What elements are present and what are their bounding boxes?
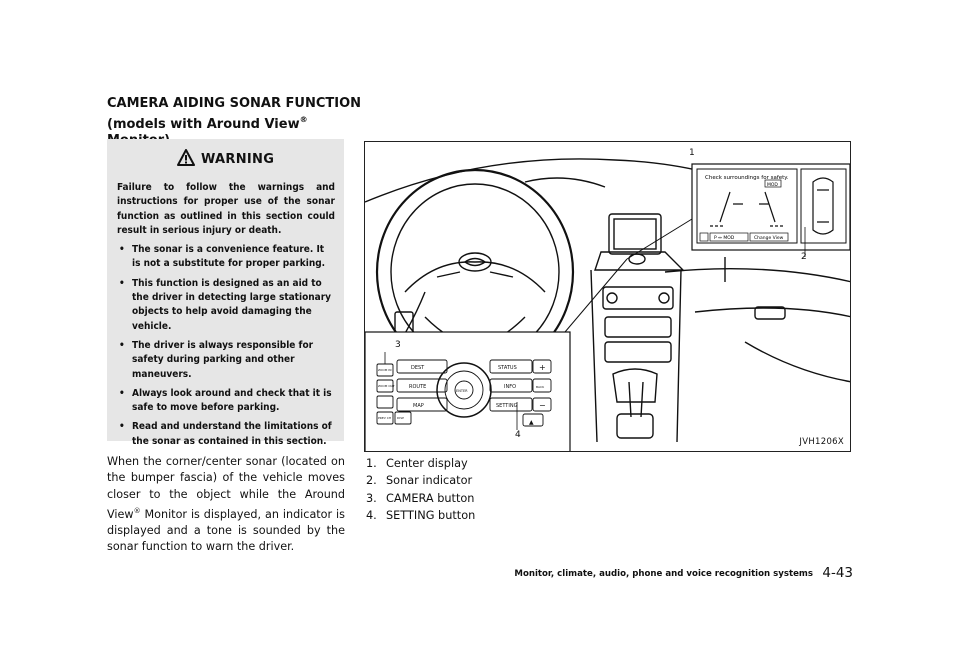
warning-bullet: •This function is designed as an aid to … — [119, 277, 332, 332]
disp-button-label: DISP — [397, 416, 404, 420]
warning-box: WARNING Failure to follow the warnings a… — [107, 139, 344, 447]
screen-message: Check surroundings for safety. — [705, 175, 789, 181]
route-button-label: ROUTE — [409, 384, 426, 390]
warning-triangle-icon — [177, 149, 195, 166]
legend-item: 2.Sonar indicator — [366, 474, 473, 488]
legend-item: 4.SETTING button — [366, 508, 476, 522]
eject-button-label: ▲ — [529, 419, 534, 426]
warning-text: Failure to follow the warnings and instr… — [117, 181, 335, 454]
page-number: 4-43 — [822, 565, 853, 581]
callout-3: 3 — [395, 340, 401, 350]
figure-legend: 1.Center display 2.Sonar indicator 3.CAM… — [366, 455, 586, 524]
warning-heading: WARNING — [107, 149, 344, 171]
figure-code: JVH1206X — [799, 437, 844, 447]
warning-label: WARNING — [201, 152, 275, 167]
info-button-label: INFO — [504, 384, 516, 390]
plus-button-label: + — [539, 363, 546, 372]
legend-item: 1.Center display — [366, 457, 468, 470]
section-title-line1: CAMERA AIDING SONAR FUNCTION — [107, 96, 362, 111]
warning-bullet: •The sonar is a convenience feature. It … — [119, 244, 326, 270]
dest-button-label: DEST — [411, 365, 425, 371]
callout-2: 2 — [801, 252, 807, 262]
screen-mod-label: MOD — [767, 182, 778, 188]
warning-bullet: •Always look around and check that it is… — [119, 387, 332, 414]
body-paragraph: When the corner/center sonar (located on… — [107, 455, 345, 554]
zoom-out-button-label: ZOOM OUT — [378, 384, 395, 388]
callout-4: 4 — [515, 430, 521, 440]
minus-button-label: − — [539, 401, 546, 410]
warning-bullet: •The driver is always responsible for sa… — [119, 339, 314, 380]
screen-button-right: Change View — [754, 235, 784, 241]
status-button-label: STATUS — [498, 365, 517, 371]
dashboard-illustration: Check surroundings for safety. MOD P ↔ M… — [364, 141, 851, 452]
warning-bullet: •Read and understand the limitations of … — [119, 421, 332, 447]
zoom-in-button-label: ZOOM IN — [378, 368, 391, 372]
page-footer: Monitor, climate, audio, phone and voice… — [514, 565, 853, 585]
callout-1: 1 — [689, 148, 695, 158]
map-button-label: MAP — [413, 403, 424, 409]
enter-button-label: ENTER — [456, 389, 468, 393]
back-button-label: BACK — [536, 385, 545, 389]
prev-ch-button-label: PREV CH — [378, 416, 391, 420]
legend-item: 3.CAMERA button — [366, 491, 475, 505]
dashboard-line-drawing: Check surroundings for safety. MOD P ↔ M… — [365, 158, 850, 451]
chapter-title: Monitor, climate, audio, phone and voice… — [514, 569, 813, 579]
setting-button-label: SETTING — [496, 403, 518, 409]
screen-button-left: P ↔ MOD — [714, 235, 735, 241]
warning-intro: Failure to follow the warnings and instr… — [117, 182, 335, 236]
